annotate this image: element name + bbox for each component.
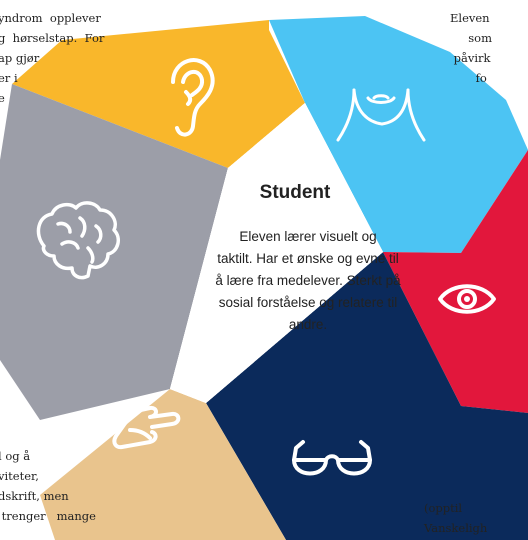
hand-icon	[112, 405, 181, 450]
center-title: Student	[259, 182, 331, 203]
segment-face	[269, 16, 528, 253]
segment-glasses	[206, 252, 528, 540]
face-icon	[336, 88, 426, 142]
segment-eye	[383, 150, 528, 413]
text-top-left: yndrom opplever g hørselstap. For ap gjø…	[0, 11, 105, 105]
ear-icon	[171, 58, 215, 137]
center-description: Eleven lærer visuelt og taktilt. Har et …	[215, 229, 401, 332]
brain-icon	[36, 201, 120, 280]
text-bottom-left: l og å viteter, dskrift, men trenger man…	[0, 449, 96, 523]
text-top-right: Eleven som påvirk fo	[450, 11, 493, 85]
segment-hand	[40, 389, 286, 540]
center-panel: Student Eleven lærer visuelt og taktilt.…	[180, 182, 410, 336]
text-bottom-right: (opptil Vanskeligh	[424, 501, 488, 535]
glasses-icon	[292, 440, 372, 476]
eye-icon	[438, 284, 496, 314]
segment-ear	[12, 20, 305, 168]
